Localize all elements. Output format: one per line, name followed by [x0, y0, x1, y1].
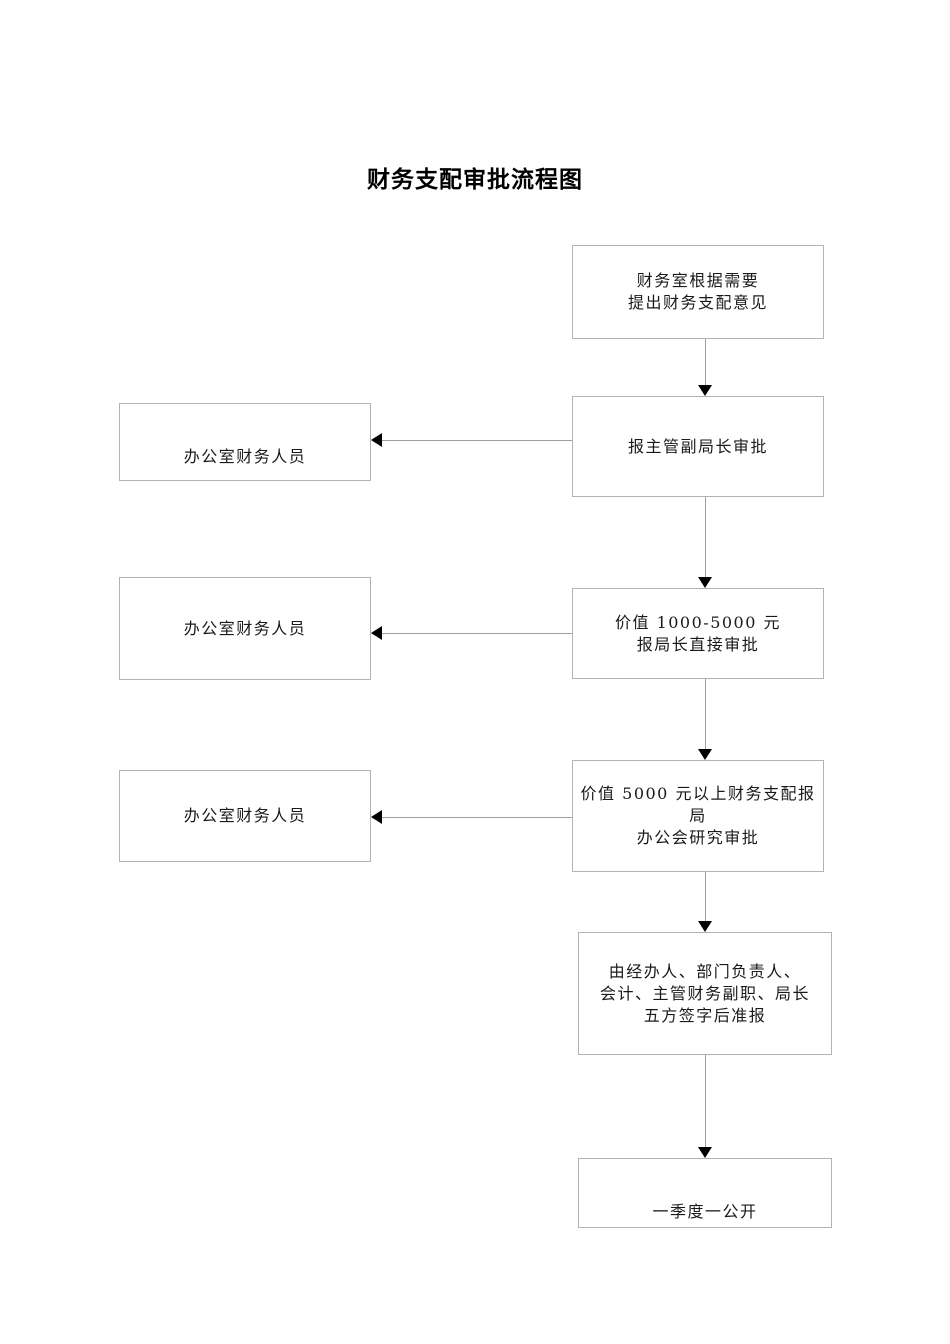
arrowhead-left-icon: [371, 810, 382, 824]
flow-step-propose-opinion: 财务室根据需要 提出财务支配意见: [572, 245, 824, 339]
flow-side-office-finance-staff-3: 办公室财务人员: [119, 770, 371, 862]
flow-step-text-line: 办公室财务人员: [183, 806, 307, 825]
flow-step-text-line: 报局长直接审批: [636, 634, 760, 654]
connector-down-2: [705, 497, 706, 577]
flow-step-1000-5000-director-approval: 价值 1000-5000 元 报局长直接审批: [572, 588, 824, 679]
flow-step-text-line: 一季度一公开: [652, 1202, 758, 1221]
arrowhead-down-icon: [698, 921, 712, 932]
connector-down-3: [705, 679, 706, 749]
flow-step-deputy-director-approval: 报主管副局长审批: [572, 396, 824, 497]
flow-side-office-finance-staff-1: 办公室财务人员: [119, 403, 371, 481]
connector-left-1: [382, 440, 572, 441]
flow-step-text-line: 五方签字后准报: [643, 1005, 767, 1025]
flow-step-text-line: 价值 5000 元以上财务支配报局: [580, 784, 816, 825]
connector-down-4: [705, 872, 706, 921]
flow-step-text-line: 财务室根据需要: [636, 271, 760, 290]
flow-step-five-party-signatures: 由经办人、部门负责人、 会计、主管财务副职、局长 五方签字后准报: [578, 932, 832, 1055]
flow-step-text-line: 由经办人、部门负责人、: [608, 961, 802, 981]
arrowhead-left-icon: [371, 433, 382, 447]
flow-step-text-line: 办公会研究审批: [636, 828, 760, 847]
page-title: 财务支配审批流程图: [367, 166, 583, 193]
flow-step-over-5000-committee-review: 价值 5000 元以上财务支配报局 办公会研究审批: [572, 760, 824, 872]
flow-step-text-line: 提出财务支配意见: [627, 293, 768, 312]
flow-side-office-finance-staff-2: 办公室财务人员: [119, 577, 371, 680]
connector-left-2: [382, 633, 572, 634]
arrowhead-down-icon: [698, 385, 712, 396]
connector-down-1: [705, 339, 706, 385]
arrowhead-down-icon: [698, 1147, 712, 1158]
arrowhead-left-icon: [371, 626, 382, 640]
arrowhead-down-icon: [698, 749, 712, 760]
connector-down-5: [705, 1055, 706, 1147]
flow-step-text-line: 价值 1000-5000 元: [614, 612, 782, 632]
flow-step-quarterly-disclosure: 一季度一公开: [578, 1158, 832, 1228]
flow-step-text-line: 会计、主管财务副职、局长: [599, 983, 810, 1003]
arrowhead-down-icon: [698, 577, 712, 588]
flow-step-text-line: 报主管副局长审批: [627, 436, 768, 456]
flow-step-text-line: 办公室财务人员: [183, 447, 307, 466]
flow-step-text-line: 办公室财务人员: [183, 618, 307, 638]
connector-left-3: [382, 817, 572, 818]
